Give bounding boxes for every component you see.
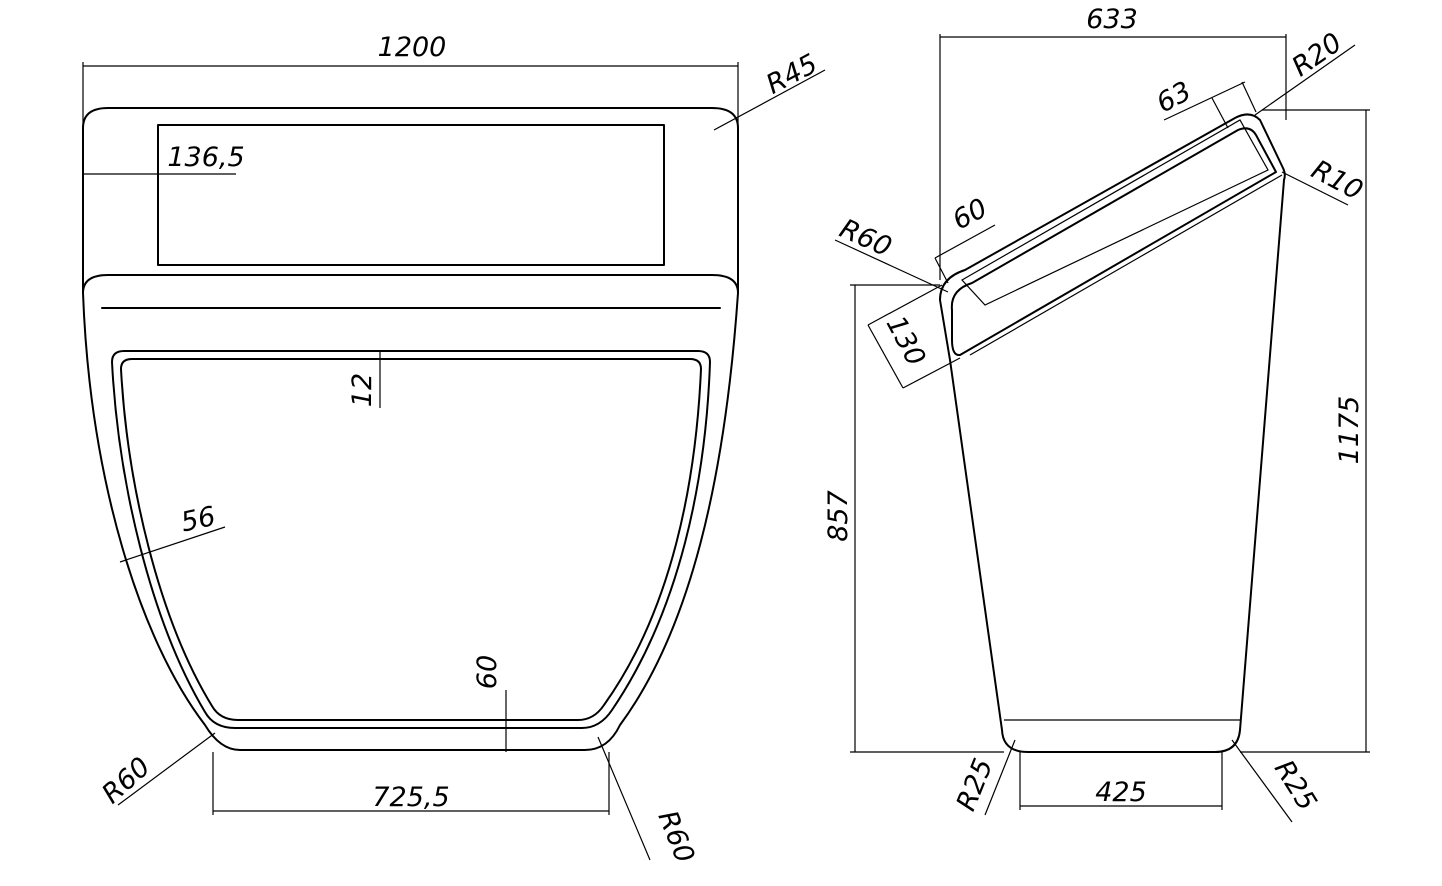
r60-left-label: R60 bbox=[96, 751, 156, 810]
dim-1200-label: 1200 bbox=[378, 32, 447, 63]
dim-63-ext bbox=[1211, 97, 1229, 129]
dim-56-label: 56 bbox=[178, 501, 218, 538]
dim-60-side-line bbox=[934, 224, 996, 259]
dim-1175-label: 1175 bbox=[1334, 396, 1365, 465]
side-top-rim-inner bbox=[969, 174, 1283, 356]
dim-130-ext-bottom bbox=[902, 357, 961, 389]
dim-60-side-ext bbox=[934, 257, 949, 284]
r60-side-leader bbox=[834, 239, 949, 293]
dim-130-line bbox=[867, 324, 904, 389]
front-inner-basin bbox=[120, 358, 702, 721]
dim-725-label: 725,5 bbox=[372, 782, 449, 813]
r60-right-label: R60 bbox=[652, 806, 701, 867]
side-outer-profile bbox=[939, 113, 1286, 753]
side-top-rim bbox=[950, 127, 1277, 357]
dim-63-ext2 bbox=[1241, 81, 1257, 113]
r60-left-leader bbox=[117, 732, 216, 806]
dim-130-label: 130 bbox=[880, 311, 932, 371]
dim-130-ext-top bbox=[867, 284, 943, 326]
dim-63-label: 63 bbox=[1152, 76, 1197, 120]
r45-label: R45 bbox=[761, 48, 822, 100]
dim-857-label: 857 bbox=[823, 490, 854, 542]
front-top-panel bbox=[157, 124, 665, 266]
side-inner-slot bbox=[961, 119, 1269, 306]
r60-side-label: R60 bbox=[835, 213, 896, 263]
dim-633-label: 633 bbox=[1086, 4, 1138, 35]
r25-right-leader bbox=[1231, 739, 1293, 823]
r25-left-leader bbox=[984, 739, 1016, 816]
r20-leader bbox=[1254, 44, 1356, 116]
r20-label: R20 bbox=[1286, 27, 1347, 83]
front-inner-rim bbox=[111, 350, 711, 729]
r10-label: R10 bbox=[1306, 154, 1367, 206]
r25-right-label: R25 bbox=[1268, 755, 1322, 816]
r25-left-label: R25 bbox=[951, 754, 1000, 815]
r45-leader bbox=[713, 69, 826, 131]
side-view: 633 R20 63 R10 60 R60 130 857 1175 bbox=[823, 4, 1370, 823]
dim-60-front-label: 60 bbox=[472, 655, 503, 689]
r10-leader bbox=[1281, 171, 1349, 206]
dim-63-line bbox=[1163, 81, 1246, 121]
front-outer-body bbox=[82, 292, 739, 751]
dim-425-label: 425 bbox=[1095, 777, 1147, 808]
dim-56-line bbox=[119, 526, 226, 563]
dim-12-label: 12 bbox=[347, 373, 378, 407]
dim-136-label: 136,5 bbox=[167, 142, 244, 173]
r60-right-leader bbox=[597, 736, 651, 861]
front-view: 1200 R45 136,5 12 56 60 R60 725,5 R60 bbox=[82, 32, 826, 867]
